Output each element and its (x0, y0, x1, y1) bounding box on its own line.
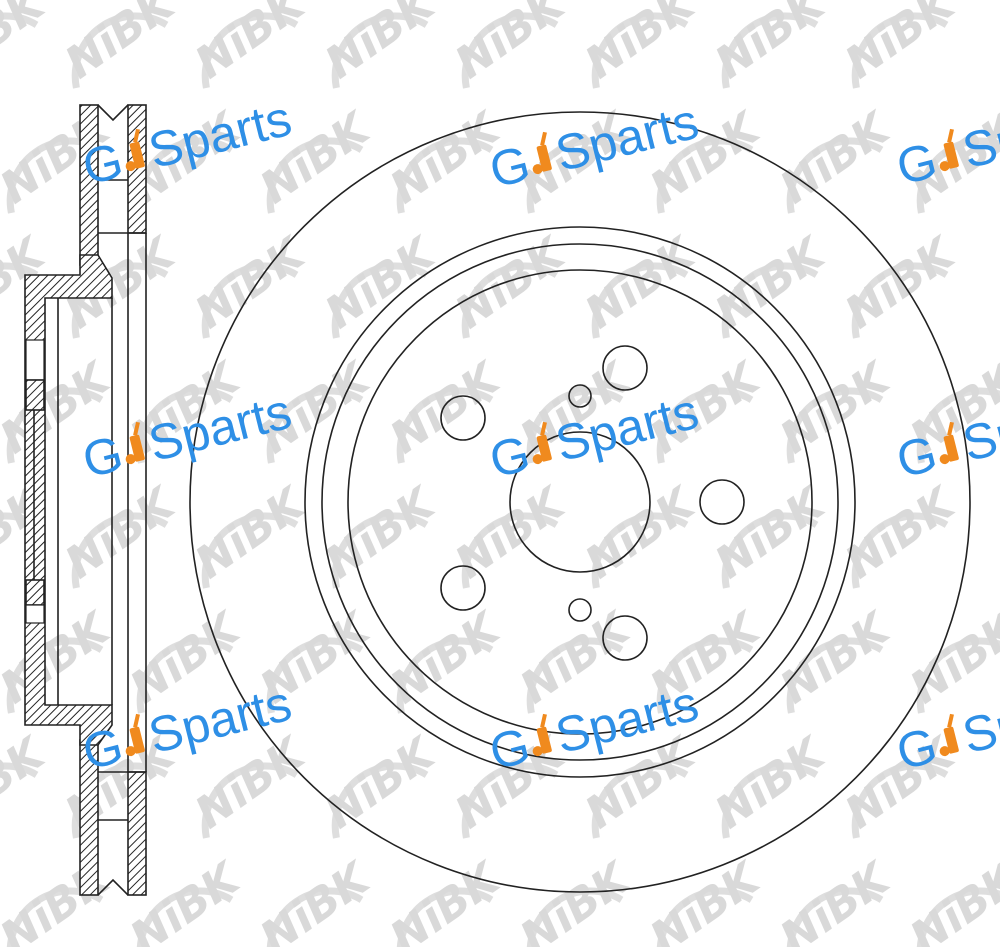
svg-text:NiBK: NiBK (186, 477, 316, 589)
svg-text:NiBK: NiBK (251, 852, 381, 947)
svg-text:G: G (484, 135, 535, 199)
nibk-watermark: NiBK (771, 102, 901, 214)
svg-text:NiBK: NiBK (0, 852, 121, 947)
ring-1 (304, 226, 856, 778)
spark-plug-icon (939, 421, 959, 465)
small-hole (568, 384, 592, 408)
cross-section-view (24, 104, 147, 896)
nibk-watermark: NiBK (0, 0, 56, 89)
nibk-watermark: NiBK (706, 0, 836, 89)
svg-text:NiBK: NiBK (56, 477, 186, 589)
nibk-watermark: NiBK (186, 227, 316, 339)
svg-text:NiBK: NiBK (641, 852, 771, 947)
nibk-watermark: NiBK (576, 0, 706, 89)
nibk-watermark: NiBK (446, 477, 576, 589)
svg-text:NiBK: NiBK (836, 0, 966, 89)
ring-3 (347, 269, 813, 735)
nibk-watermark: NiBK (316, 727, 446, 839)
svg-text:NiBK: NiBK (576, 227, 706, 339)
svg-text:NiBK: NiBK (56, 0, 186, 89)
spark-plug-icon (125, 421, 145, 465)
nibk-watermark: NiBK (316, 227, 446, 339)
svg-text:NiBK: NiBK (381, 602, 511, 714)
bolt-hole (440, 565, 486, 611)
nibk-watermark: NiBK (771, 852, 901, 947)
svg-text:NiBK: NiBK (771, 352, 901, 464)
nibk-watermark: NiBK (186, 477, 316, 589)
svg-text:NiBK: NiBK (316, 0, 446, 89)
nibk-watermark: NiBK (0, 852, 121, 947)
spark-plug-icon (532, 713, 552, 757)
svg-text:NiBK: NiBK (316, 227, 446, 339)
svg-text:NiBK: NiBK (0, 602, 121, 714)
svg-text:G: G (77, 425, 128, 489)
svg-text:NiBK: NiBK (836, 227, 966, 339)
svg-text:NiBK: NiBK (446, 0, 576, 89)
nibk-watermark: NiBK (511, 852, 641, 947)
bolt-hole (602, 345, 648, 391)
bolt-hole (699, 479, 745, 525)
svg-text:NiBK: NiBK (706, 477, 836, 589)
nibk-watermark: NiBK (381, 602, 511, 714)
svg-text:NiBK: NiBK (0, 727, 56, 839)
nibk-watermark: NiBK (771, 602, 901, 714)
svg-text:NiBK: NiBK (511, 852, 641, 947)
nibk-watermark: NiBK (576, 477, 706, 589)
svg-text:NiBK: NiBK (836, 477, 966, 589)
svg-text:NiBK: NiBK (771, 852, 901, 947)
svg-text:NiBK: NiBK (381, 852, 511, 947)
spark-plug-icon (532, 421, 552, 465)
svg-text:NiBK: NiBK (706, 727, 836, 839)
nibk-watermark: NiBK (836, 477, 966, 589)
nibk-watermark: NiBK (836, 227, 966, 339)
nibk-watermark: NiBK (901, 852, 1000, 947)
svg-text:NiBK: NiBK (446, 227, 576, 339)
nibk-watermark: NiBK (0, 727, 56, 839)
ring-2 (321, 243, 839, 761)
right-plate-bottom (127, 771, 147, 896)
nibk-watermark: NiBK (901, 602, 1000, 714)
spark-plug-icon (939, 713, 959, 757)
nibk-watermark: NiBK (381, 852, 511, 947)
svg-text:NiBK: NiBK (316, 477, 446, 589)
nibk-watermark: NiBK (706, 727, 836, 839)
nibk-watermark: NiBK (316, 0, 446, 89)
nibk-watermark: NiBK (446, 227, 576, 339)
spark-plug-icon (125, 128, 145, 172)
svg-text:NiBK: NiBK (576, 477, 706, 589)
svg-text:NiBK: NiBK (706, 0, 836, 89)
svg-text:NiBK: NiBK (0, 0, 56, 89)
nibk-watermark: NiBK (836, 0, 966, 89)
hat-section (24, 254, 113, 746)
nibk-watermark: NiBK (706, 477, 836, 589)
svg-text:NiBK: NiBK (771, 602, 901, 714)
center-bore (509, 431, 651, 573)
outer-rim (189, 111, 971, 893)
svg-text:NiBK: NiBK (771, 102, 901, 214)
nibk-watermark: NiBK (316, 477, 446, 589)
svg-text:NiBK: NiBK (316, 727, 446, 839)
svg-text:NiBK: NiBK (186, 227, 316, 339)
nibk-watermark: NiBK (56, 477, 186, 589)
front-view (189, 111, 971, 893)
spark-plug-icon (125, 713, 145, 757)
spark-plug-icon (532, 131, 552, 175)
nibk-watermark: NiBK (251, 852, 381, 947)
svg-text:G: G (891, 132, 942, 196)
bolt-hole (440, 395, 486, 441)
nibk-watermark: NiBK (0, 602, 121, 714)
nibk-watermark: NiBK (56, 0, 186, 89)
bolt-hole (602, 615, 648, 661)
svg-text:NiBK: NiBK (576, 0, 706, 89)
svg-text:NiBK: NiBK (901, 602, 1000, 714)
nibk-watermark: NiBK (186, 0, 316, 89)
svg-text:NiBK: NiBK (186, 0, 316, 89)
spark-plug-icon (939, 128, 959, 172)
small-hole (568, 598, 592, 622)
nibk-watermark: NiBK (446, 0, 576, 89)
svg-text:NiBK: NiBK (901, 852, 1000, 947)
nibk-watermark: NiBK (641, 852, 771, 947)
